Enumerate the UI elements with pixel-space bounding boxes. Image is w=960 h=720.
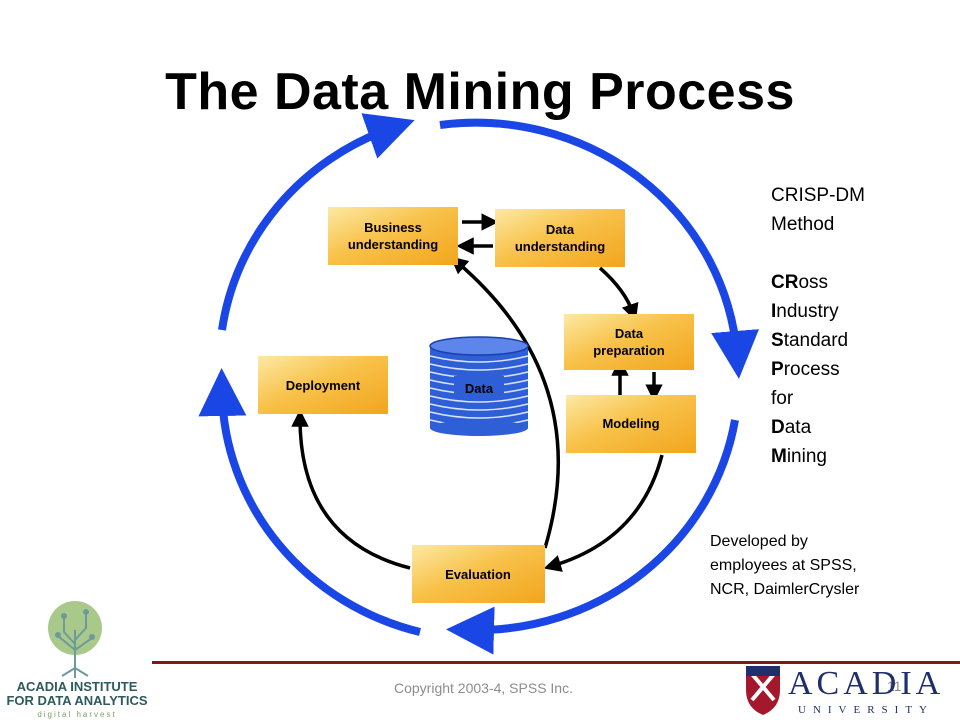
left-logo-line1: ACADIA INSTITUTE	[17, 679, 138, 694]
deployment-label: Deployment	[286, 378, 361, 393]
acronym-line: Industry	[771, 301, 839, 322]
copyright-text: Copyright 2003-4, SPSS Inc.	[394, 680, 573, 696]
left-logo-line2: FOR DATA ANALYTICS	[6, 693, 147, 708]
tree-icon	[55, 609, 95, 678]
node-data-preparation: Data preparation	[564, 314, 694, 370]
business-line1: Business	[364, 220, 422, 235]
developed-by-line2: employees at SPSS,	[710, 557, 857, 574]
acronym-line: Standard	[771, 330, 849, 351]
data-understanding-line1: Data	[546, 222, 575, 237]
slide-number: 11	[887, 678, 902, 694]
data-store-icon: Data	[429, 336, 529, 436]
acadia-institute-logo: ACADIA INSTITUTE FOR DATA ANALYTICS digi…	[6, 601, 148, 719]
acronym-line: Mining	[771, 446, 827, 467]
shield-icon	[746, 666, 780, 715]
method-title-line1: CRISP-DM	[771, 185, 865, 206]
right-logo-name: ACADIA	[788, 665, 944, 702]
node-business-understanding: Business understanding	[328, 207, 458, 265]
developed-by-line1: Developed by	[710, 533, 808, 550]
acronym-line: CRoss	[771, 272, 829, 293]
crisp-dm-description: CRISP-DM Method CRoss Industry Standard …	[771, 181, 865, 471]
acronym-line: Process	[771, 359, 840, 380]
developed-by-note: Developed by employees at SPSS, NCR, Dai…	[710, 530, 859, 602]
acronym-line: for	[771, 388, 794, 409]
node-data-understanding: Data understanding	[495, 209, 625, 267]
footer-divider	[152, 661, 960, 664]
left-logo-tagline: digital harvest	[37, 710, 116, 719]
page-title: The Data Mining Process	[165, 63, 795, 121]
inner-arrows	[291, 213, 664, 572]
data-preparation-line1: Data	[615, 326, 644, 341]
data-understanding-line2: understanding	[515, 239, 605, 254]
evaluation-label: Evaluation	[445, 567, 511, 582]
data-preparation-line2: preparation	[593, 343, 665, 358]
outer-cycle	[198, 113, 759, 655]
modeling-label: Modeling	[602, 416, 659, 431]
developed-by-line3: NCR, DaimlerCrysler	[710, 581, 860, 598]
business-line2: understanding	[348, 237, 438, 252]
data-store-label: Data	[465, 381, 494, 396]
acadia-university-logo: ACADIA UNIVERSITY	[746, 665, 944, 716]
method-title-line2: Method	[771, 214, 835, 235]
right-logo-subtitle: UNIVERSITY	[798, 704, 934, 716]
node-modeling: Modeling	[566, 395, 696, 453]
acronym-line: Data	[771, 417, 812, 438]
node-deployment: Deployment	[258, 356, 388, 414]
node-evaluation: Evaluation	[412, 545, 545, 603]
